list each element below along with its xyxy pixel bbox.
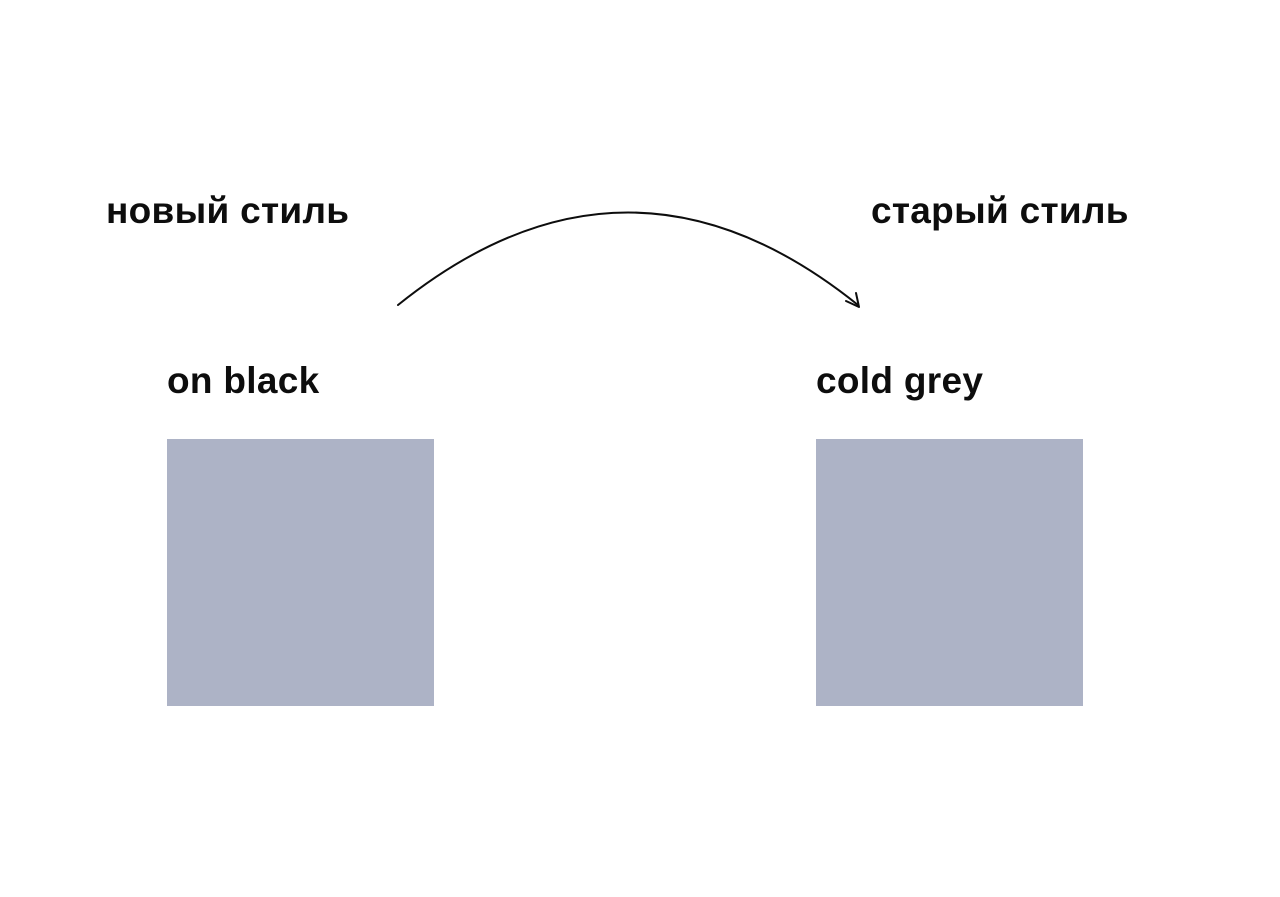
arrow-head [845,292,860,308]
arrow-curve [397,211,859,306]
old-style-heading: старый стиль [871,190,1129,231]
new-style-heading: новый стиль [106,190,350,231]
cold-grey-label: cold grey [816,360,984,401]
on-black-swatch [167,439,434,706]
on-black-label: on black [167,360,320,401]
cold-grey-swatch [816,439,1083,706]
